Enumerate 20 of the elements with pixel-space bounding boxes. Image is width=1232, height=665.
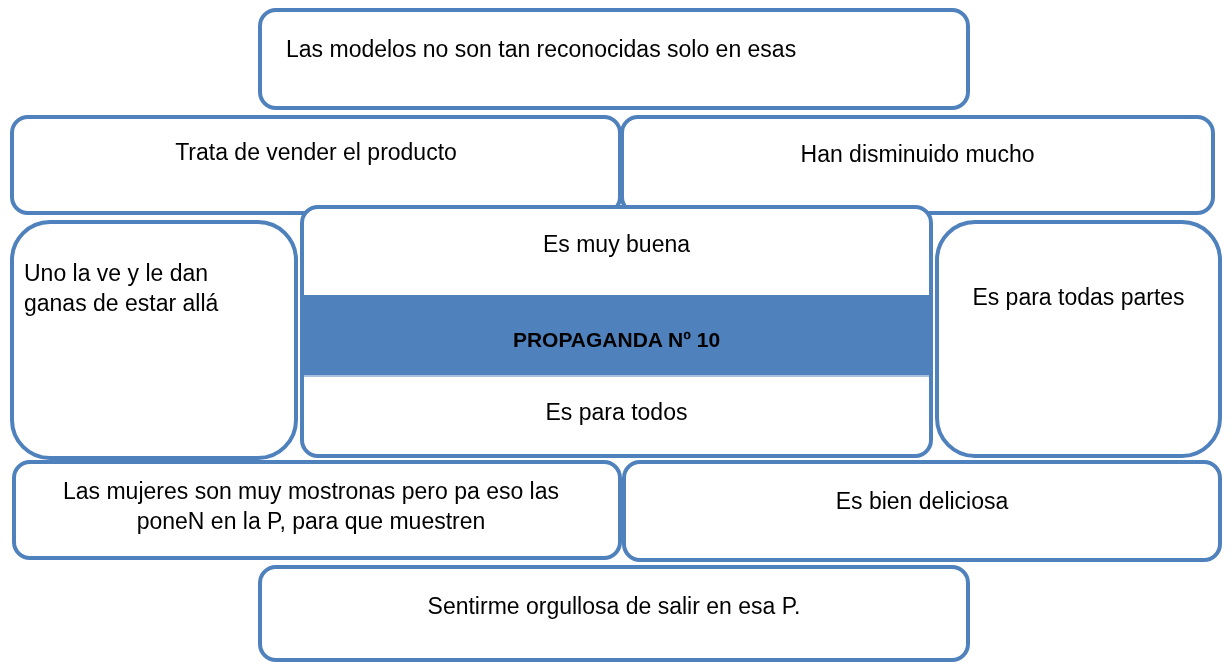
box-text: Las mujeres son muy mostronas pero pa eso las poneN en la P, para que muestren [62, 477, 560, 536]
box-text: Sentirme orgullosa de salir en esa P. [426, 592, 802, 621]
box-text: Uno la ve y le dan ganas de estar allá [24, 259, 220, 318]
box-text: Es bien deliciosa [834, 487, 1010, 516]
box-text: Trata de vender el producto [174, 138, 458, 167]
heading-text: PROPAGANDA Nº 10 [511, 327, 722, 353]
text-box [935, 220, 1222, 458]
text-box [12, 460, 622, 560]
box-text: Han disminuido mucho [799, 140, 1036, 169]
text-box [10, 115, 622, 215]
text-box [10, 220, 298, 460]
text-box [258, 8, 970, 110]
text-box [258, 565, 970, 662]
text-box [300, 205, 933, 458]
box-text: Es muy buena [542, 230, 691, 259]
text-box [622, 460, 1222, 562]
box-text: Es para todos [544, 398, 689, 427]
box-text: Las modelos no son tan reconocidas solo en esas [286, 35, 798, 64]
box-text: Es para todas partes [971, 283, 1186, 312]
text-box [620, 115, 1215, 215]
